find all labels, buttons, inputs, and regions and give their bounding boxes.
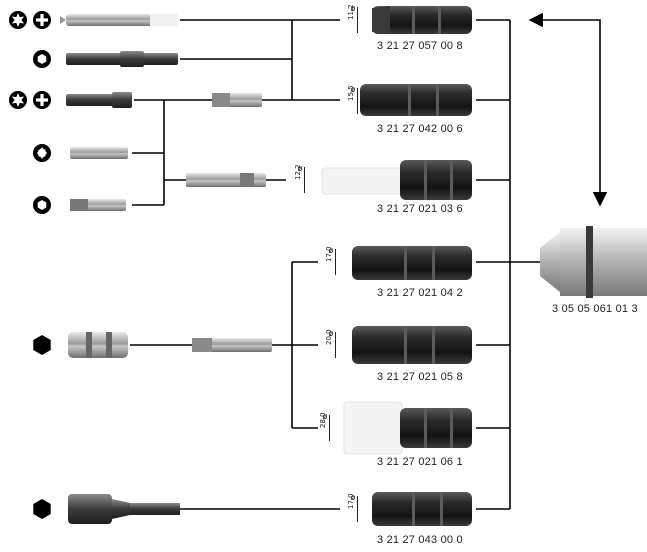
diameter-label-p2: ø 15,5: [345, 85, 361, 116]
torx-plus-bit: [70, 147, 128, 159]
hex-nut-icon: [33, 335, 51, 355]
diameter-label-p7: ø 17,0: [345, 493, 361, 524]
diameter-value: 11,2: [347, 4, 355, 20]
phillips-bit-short: [66, 92, 132, 108]
hex-socket-icon: [33, 196, 51, 214]
diameter-symbol: ø: [328, 329, 334, 338]
diameter-symbol: ø: [297, 164, 303, 173]
hex-bit-short: [70, 199, 126, 211]
diameter-label-p3: ø 12,2: [292, 164, 308, 195]
part-code-handle: 3 05 05 061 01 3: [552, 303, 638, 315]
diameter-value: 28,0: [319, 412, 327, 428]
diameter-value: 15,5: [347, 85, 355, 101]
diameter-symbol: ø: [328, 246, 334, 255]
part-image-p5: [352, 326, 472, 364]
diameter-symbol: ø: [350, 85, 356, 94]
part-code-p3: 3 21 27 021 03 6: [377, 203, 463, 215]
diameter-value: 20,0: [325, 329, 333, 345]
part-code-p5: 3 21 27 021 05 8: [377, 371, 463, 383]
phillips-bit: [60, 14, 178, 26]
part-image-p7: [372, 492, 472, 526]
part-image-p4: [352, 246, 472, 280]
hex-bit-long: [66, 51, 178, 67]
extension-adapter-2: [186, 173, 266, 187]
part-image-p1: [372, 6, 472, 34]
part-image-p2: [360, 84, 472, 116]
extension-adapter-3: [192, 338, 272, 352]
diameter-label-p5: ø 20,0: [323, 329, 339, 360]
diameter-symbol: ø: [350, 493, 356, 502]
phillips-icon: [33, 11, 51, 29]
socket-extension: [68, 494, 180, 524]
diameter-value: 17,0: [347, 493, 355, 509]
part-code-p7: 3 21 27 043 00 0: [377, 534, 463, 546]
diameter-value: 17,0: [325, 246, 333, 262]
diameter-label-p4: ø 17,0: [323, 246, 339, 277]
hex-socket-icon: [33, 50, 51, 68]
part-code-p1: 3 21 27 057 00 8: [377, 40, 463, 52]
hex-nut-icon: [33, 499, 51, 519]
phillips-icon: [33, 91, 51, 109]
torx-icon: [9, 11, 27, 29]
attachment-arrow: [528, 12, 608, 207]
socket-adapter: [68, 332, 128, 358]
torx-icon: [9, 91, 27, 109]
handle-image: [540, 226, 647, 298]
part-code-p2: 3 21 27 042 00 6: [377, 123, 463, 135]
part-code-p6: 3 21 27 021 06 1: [377, 456, 463, 468]
diameter-label-p6: ø 28,0: [317, 412, 333, 443]
diameter-value: 12,2: [294, 164, 302, 180]
part-image-p6: [343, 401, 472, 455]
part-image-p3: [321, 160, 472, 200]
part-code-p4: 3 21 27 021 04 2: [377, 287, 463, 299]
extension-adapter-1: [212, 93, 262, 107]
torx-plus-icon: [33, 144, 51, 162]
diameter-symbol: ø: [322, 412, 328, 421]
connector-lines: [130, 19, 540, 510]
diameter-label-p1: ø 11,2: [345, 4, 361, 35]
diameter-symbol: ø: [350, 4, 356, 13]
